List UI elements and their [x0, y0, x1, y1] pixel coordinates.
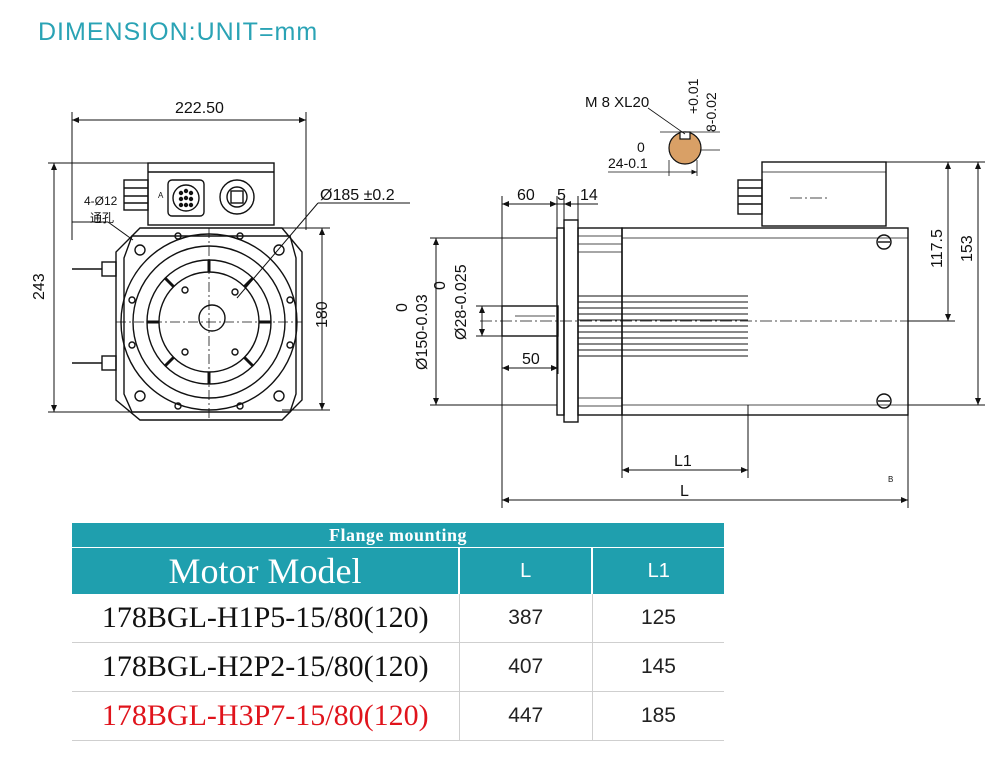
dim-14: 14 — [580, 187, 598, 204]
hole-label: 4-Ø12 — [84, 194, 118, 208]
circle-diameter-label: Ø185 ±0.2 — [320, 187, 395, 204]
row-L: 387 — [458, 594, 593, 643]
front-inner-label: 180 — [314, 301, 331, 328]
side-dimensions — [430, 161, 985, 508]
front-view — [72, 162, 410, 421]
table-caption: Flange mounting — [72, 523, 724, 548]
dim-153: 153 — [959, 235, 976, 262]
table-row: 178BGL-H3P7-15/80(120) 447 185 — [72, 691, 724, 741]
front-width-label: 222.50 — [175, 100, 224, 117]
keyway-zero: 0 — [637, 139, 645, 155]
dim-L: L — [680, 483, 689, 500]
table-row: 178BGL-H1P5-15/80(120) 387 125 — [72, 594, 724, 643]
row-L1: 145 — [591, 642, 724, 692]
keyway-thread: M 8 XL20 — [585, 94, 649, 111]
keyway-tol-upper: +0.01 — [685, 78, 701, 114]
row-model: 178BGL-H1P5-15/80(120) — [72, 594, 459, 643]
dim-5: 5 — [557, 187, 566, 204]
dimension-drawing: 222.50 243 180 4-Ø12 通孔 Ø185 ±0.2 A — [31, 78, 985, 508]
dim-L1: L1 — [674, 453, 692, 470]
keyway-depth: 24-0.1 — [608, 155, 648, 171]
header-motor-model: Motor Model — [72, 547, 459, 594]
row-L1: 125 — [591, 594, 724, 643]
dim-1175: 117.5 — [929, 229, 946, 268]
dim-28: Ø28-0.025 — [453, 264, 470, 340]
table-row: 178BGL-H2P2-15/80(120) 407 145 — [72, 642, 724, 692]
row-L: 447 — [458, 691, 593, 741]
header-L: L — [457, 547, 593, 594]
dim-60: 60 — [517, 187, 535, 204]
row-L1: 185 — [591, 691, 724, 741]
keyway-tol-lower: 8-0.02 — [703, 92, 719, 132]
row-model: 178BGL-H2P2-15/80(120) — [72, 642, 459, 692]
motor-body — [621, 227, 909, 416]
front-dimensions — [48, 112, 330, 413]
header-L1: L1 — [591, 547, 724, 594]
row-model-highlighted: 178BGL-H3P7-15/80(120) — [72, 691, 459, 741]
dim-50: 50 — [522, 351, 540, 368]
dim-150-zero: 0 — [394, 303, 411, 312]
hole-note: 通孔 — [90, 211, 114, 225]
front-height-label: 243 — [31, 273, 48, 300]
dim-28-zero: 0 — [432, 281, 449, 290]
connector-mark: A — [158, 191, 164, 200]
page-title: DIMENSION:UNIT=mm — [38, 18, 319, 46]
row-L: 407 — [458, 642, 593, 692]
side-view — [480, 161, 912, 423]
keyway-detail — [608, 107, 720, 176]
dim-150: Ø150-0.03 — [414, 294, 431, 370]
motor-model-table: Flange mounting Motor Model L L1 178BGL-… — [72, 523, 724, 741]
mark-B: B — [888, 475, 893, 484]
